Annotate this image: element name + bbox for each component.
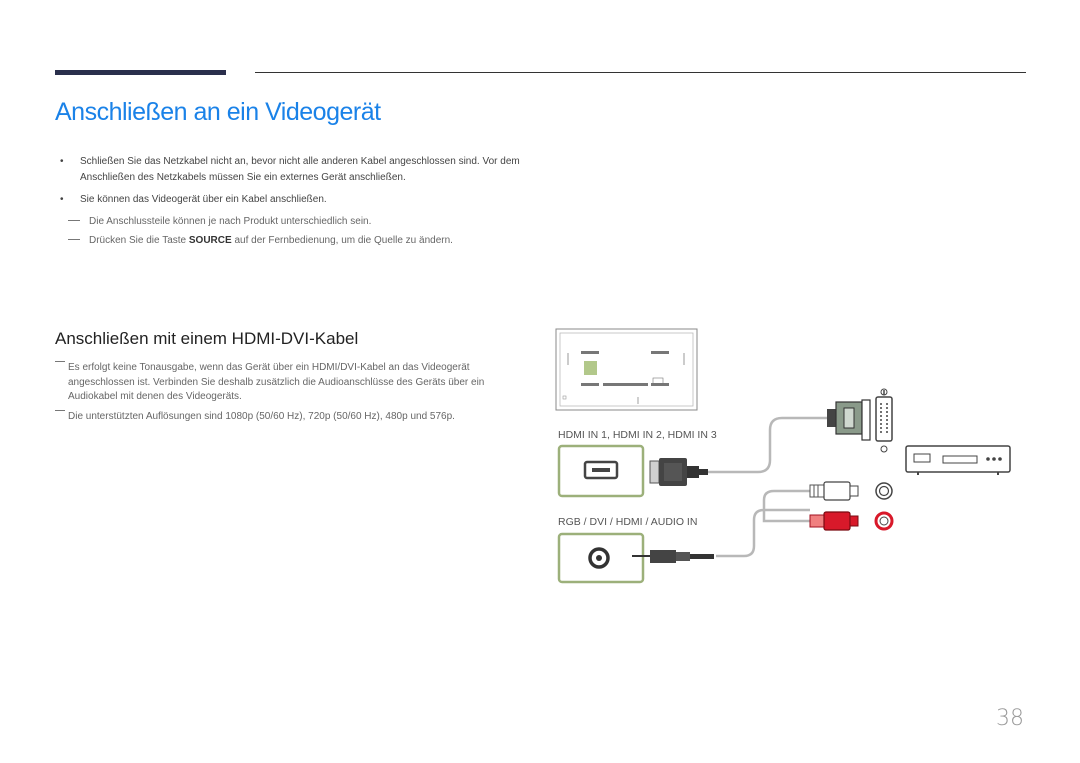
header-rule <box>255 72 1026 73</box>
intro-list: Schließen Sie das Netzkabel nicht an, be… <box>60 154 530 249</box>
hdmi-port-icon <box>583 460 619 480</box>
section-note-resolutions: Die unterstützten Auflösungen sind 1080p… <box>55 409 495 425</box>
rca-jack-white-icon <box>875 482 893 500</box>
intro-bullet-cable: Sie können das Videogerät über ein Kabel… <box>60 192 530 208</box>
audio-port-label: RGB / DVI / HDMI / AUDIO IN <box>558 516 698 528</box>
source-key: SOURCE <box>188 235 232 246</box>
rca-plug-red-icon <box>809 511 859 531</box>
video-player-icon <box>905 445 1011 475</box>
intro-note-ports: Die Anschlussteile können je nach Produk… <box>60 214 530 230</box>
intro-bullet-power: Schließen Sie das Netzkabel nicht an, be… <box>60 154 530 186</box>
audio-cable <box>716 489 810 558</box>
page-title: Anschließen an ein Videogerät <box>55 98 381 126</box>
section-title: Anschließen mit einem HDMI-DVI-Kabel <box>55 329 359 348</box>
hdmi-plug-icon <box>649 458 708 486</box>
header-accent-bar <box>55 70 226 75</box>
section-notes: Es erfolgt keine Tonausgabe, wenn das Ge… <box>55 361 495 429</box>
audio-jack-port-icon <box>588 547 610 569</box>
intro-note-source: Drücken Sie die Taste SOURCE auf der Fer… <box>60 233 530 249</box>
connection-diagram: HDMI IN 1, HDMI IN 2, HDMI IN 3 RGB / DV… <box>548 325 1018 590</box>
diagram-canvas <box>555 328 1011 584</box>
rca-plug-white-icon <box>809 481 859 501</box>
hdmi-ports-label: HDMI IN 1, HDMI IN 2, HDMI IN 3 <box>558 429 717 441</box>
section-note-audio: Es erfolgt keine Tonausgabe, wenn das Ge… <box>55 361 495 405</box>
stereo-plug-icon <box>632 550 714 563</box>
dvi-port-icon <box>875 388 893 453</box>
monitor-back-icon <box>555 328 698 411</box>
page-number: 38 <box>996 706 1024 731</box>
rca-jack-red-icon <box>874 511 894 531</box>
dvi-plug-icon <box>827 399 871 441</box>
hdmi-dvi-cable <box>708 416 830 474</box>
